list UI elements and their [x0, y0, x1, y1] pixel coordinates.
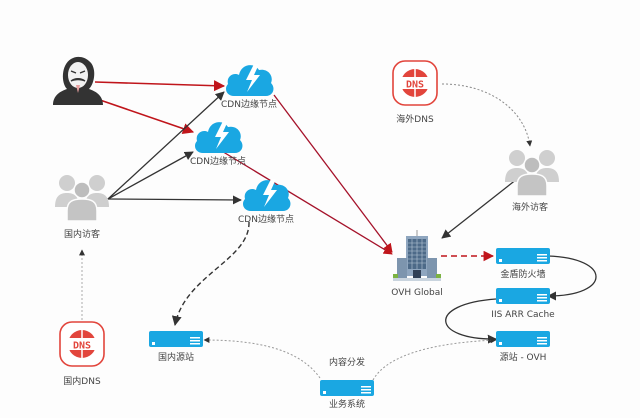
domestic-origin-label: 国内源站	[157, 353, 195, 363]
domestic-origin-server-icon	[149, 331, 203, 347]
overseas-dns-icon	[392, 60, 438, 106]
firewall-label: 金盾防火墙	[500, 270, 546, 280]
edge-cdn2-ovh	[219, 149, 393, 255]
domestic-dns-label: 国内DNS	[63, 377, 101, 387]
cdn2-cloud-lightning-icon	[195, 121, 243, 153]
ovh-global-label: OVH Global	[391, 288, 443, 298]
business-server-icon	[320, 380, 374, 396]
business-label: 业务系统	[328, 400, 366, 410]
edge-visitors-cdn1	[107, 91, 225, 200]
iis-arr-label: IIS ARR Cache	[491, 310, 555, 320]
hacker-icon	[52, 56, 104, 105]
domestic-dns-icon	[59, 321, 105, 367]
firewall-server-icon	[496, 248, 550, 264]
edge-iis-origin	[445, 298, 497, 344]
cdn1-cloud-lightning-icon	[226, 64, 274, 96]
edges-layer	[79, 80, 597, 381]
edge-cdn3-origin	[171, 221, 250, 326]
content-distribution-annotation: 内容分发	[328, 358, 366, 368]
edge-business-origin-ovh	[372, 337, 497, 381]
edge-cdn1-ovh	[273, 94, 393, 253]
origin-ovh-server-icon	[496, 331, 550, 347]
edge-hacker-cdn2	[99, 99, 195, 135]
cdn2-label: CDN边缘节点	[190, 157, 246, 167]
overseas-visitors-users-icon	[505, 149, 559, 197]
cdn1-label: CDN边缘节点	[221, 100, 277, 110]
domestic-visitors-users-icon	[55, 174, 109, 222]
edge-business-origin	[203, 337, 321, 379]
cdn3-label: CDN边缘节点	[238, 215, 294, 225]
domestic-visitors-label: 国内访客	[63, 230, 101, 240]
edge-visitors-cdn2	[107, 151, 194, 200]
edge-overseas-dns-visitors	[441, 83, 533, 147]
edge-hacker-cdn1	[94, 80, 226, 92]
edge-visitors-cdn3	[107, 195, 242, 205]
overseas-visitors-label: 海外访客	[511, 203, 549, 213]
ovh-global-building-icon	[393, 230, 441, 282]
cdn3-cloud-lightning-icon	[243, 179, 291, 211]
origin-ovh-label: 源站 - OVH	[499, 353, 547, 363]
edge-overseas-visitors-ovh	[441, 178, 518, 239]
edge-firewall-iis	[547, 255, 597, 301]
iis-arr-server-icon	[496, 288, 550, 304]
overseas-dns-label: 海外DNS	[396, 115, 434, 125]
